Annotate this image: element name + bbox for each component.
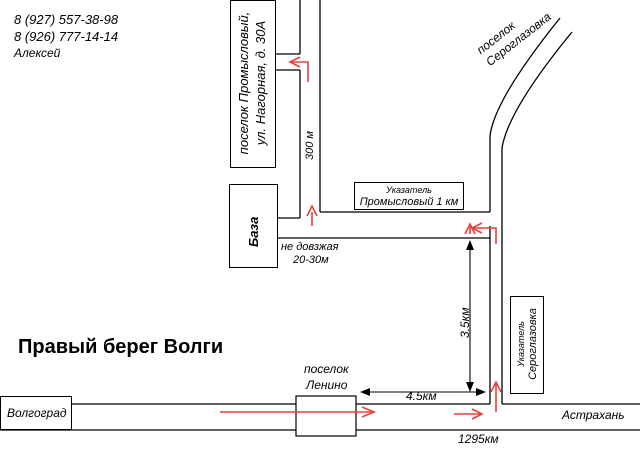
destination-line-2: ул. Нагорная, д. 30А [253,20,268,146]
destination-box: поселок Промысловый, ул. Нагорная, д. 30… [230,0,276,168]
route-arrow-north-road-head [306,204,318,217]
promyslovy-sign: Указатель Промысловый 1 км [354,182,464,210]
volgograd-box: Волгоград [0,396,72,430]
seroglazovka-sign-line-2: Сероглазовка [527,308,539,380]
contact-name: Алексей [14,46,61,60]
route-arrow-turn-west [474,227,497,244]
distance-4-5km: 4.5км [406,389,437,403]
phone-number-1: 8 (927) 557-38-98 [14,12,119,27]
seroglazovka-road-right-edge [501,31,573,149]
route-arrow-to-destination-head [288,56,301,68]
km-marker-1295: 1295км [458,432,499,446]
seroglazovka-sign: Указатель Сероглазовка [510,296,544,394]
dim-4-5km-arrow-right [476,388,486,396]
route-arrow-turn-north-head [490,380,502,393]
base-label: База [246,216,261,247]
destination-line-1: поселок Промысловый, [236,11,251,155]
no-reach-note-line-1: не довзжая [281,241,339,253]
headline-right-bank: Правый берег Волги [18,336,224,358]
promyslovy-sign-line-1: Указатель [386,185,432,195]
route-arrow-highway-1-head [361,406,377,418]
dim-4-5km-arrow-left [360,388,370,396]
promyslovy-sign-line-2: Промысловый 1 км [359,196,459,208]
destination-address: поселок Промысловый, ул. Нагорная, д. 30… [235,1,269,165]
lenino-line-2: Ленино [306,378,348,392]
distance-300m: 300 м [304,131,316,160]
lenino-block [295,395,357,437]
lenino-line-1: поселок [304,362,349,376]
phone-number-2: 8 (926) 777-14-14 [14,29,119,44]
route-arrow-up-side-road-head [464,222,476,235]
route-arrow-turn-west-head [470,222,483,234]
seroglazovka-road-left-edge [489,17,561,137]
route-arrows [220,56,502,420]
dim-3-5km-arrow-top [466,240,474,250]
no-reach-note-line-2: 20-30м [293,254,329,266]
astrakhan-label: Астрахань [562,408,625,422]
seroglazovka-sign-line-1: Указатель [516,321,526,367]
volgograd-label: Волгоград [7,406,67,420]
distance-3-5km: 3.5км [458,307,472,338]
seroglazovka-sign-text: Указатель Сероглазовка [515,301,539,387]
dim-3-5km-arrow-bottom [466,382,474,392]
route-arrow-highway-2-head [471,408,484,420]
base-box: База [229,184,278,268]
route-arrow-to-destination [292,61,309,82]
